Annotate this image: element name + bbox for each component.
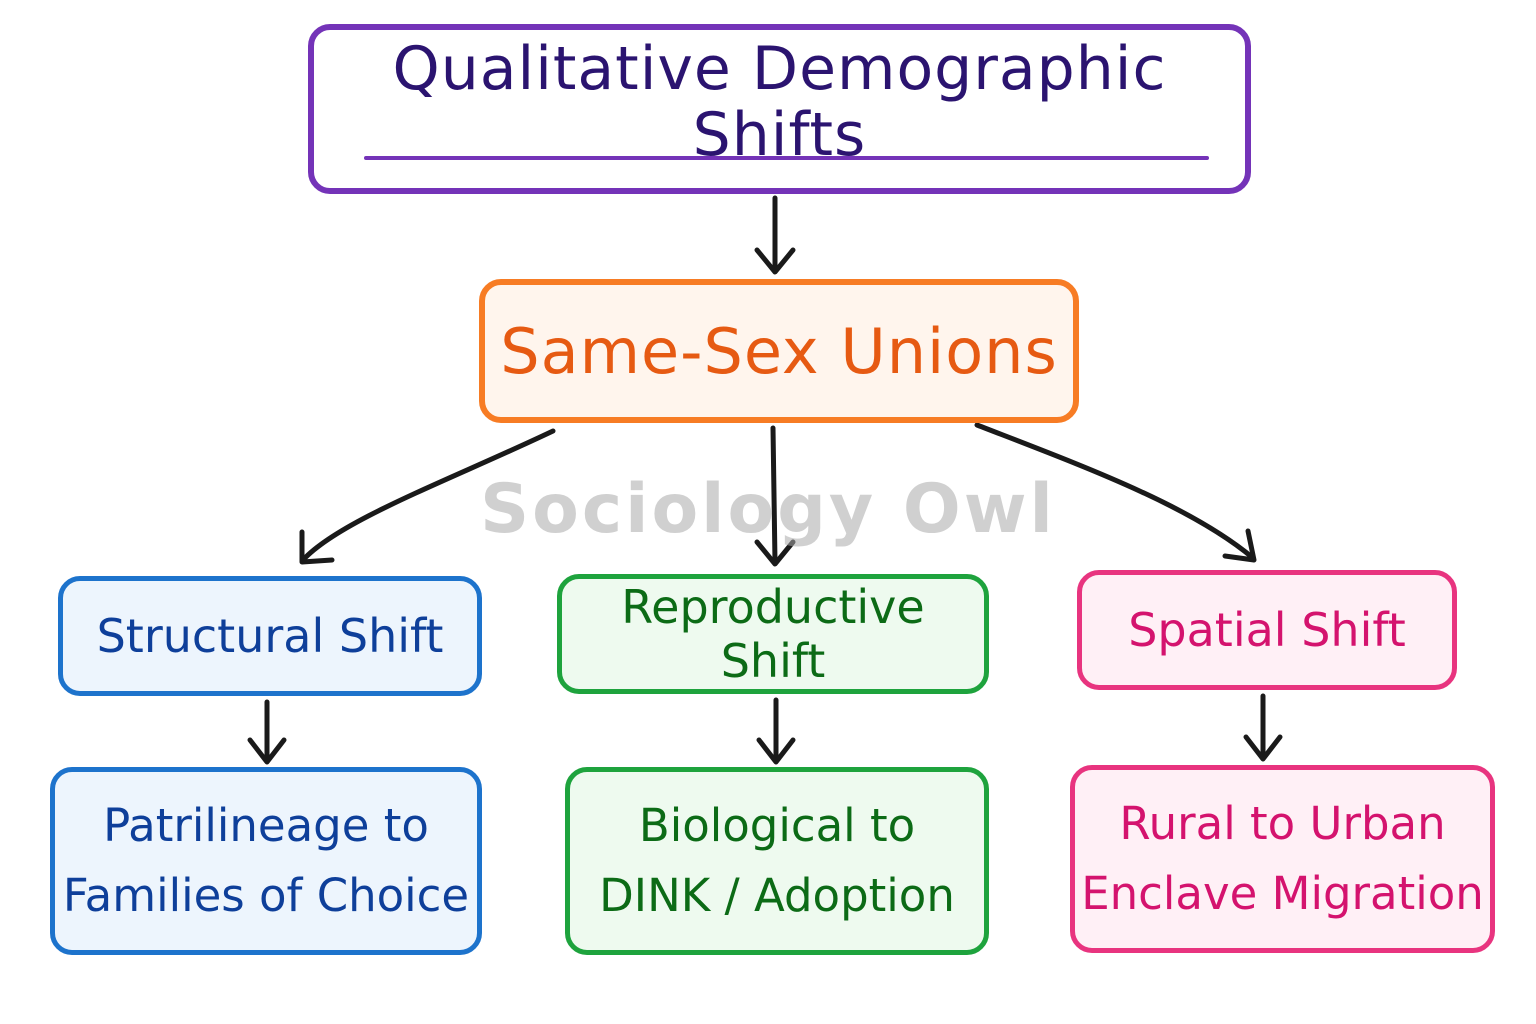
arrow-center-to-reproductive — [754, 425, 796, 567]
detail-spatial: Rural to Urban Enclave Migration — [1070, 765, 1495, 953]
detail-reproductive: Biological to DINK / Adoption — [565, 767, 989, 955]
arrow-reproductive-to-biological — [756, 697, 796, 765]
center-node-label: Same-Sex Unions — [500, 314, 1058, 388]
center-node: Same-Sex Unions — [479, 279, 1079, 423]
detail-line-2: Enclave Migration — [1081, 867, 1484, 920]
branch-label: Reproductive Shift — [621, 580, 925, 688]
title-box: Qualitative Demographic Shifts — [308, 24, 1251, 194]
branch-label: Structural Shift — [96, 609, 444, 663]
detail-line-1: Patrilineage to — [103, 799, 429, 853]
detail-line-1: Biological to — [638, 799, 916, 853]
title-underline — [364, 156, 1209, 160]
detail-structural: Patrilineage to Families of Choice — [50, 767, 482, 955]
branch-reproductive-shift: Reproductive Shift — [557, 574, 989, 694]
arrow-center-to-spatial — [974, 422, 1257, 563]
arrow-spatial-to-rural — [1243, 693, 1283, 762]
arrow-structural-to-patrilineage — [247, 699, 287, 765]
watermark: Sociology Owl — [480, 470, 1056, 549]
branch-structural-shift: Structural Shift — [58, 576, 482, 696]
detail-line-2: DINK / Adoption — [599, 869, 955, 922]
diagram-title: Qualitative Demographic Shifts — [392, 34, 1167, 170]
detail-line-2: Families of Choice — [62, 869, 470, 922]
arrow-title-to-center — [754, 195, 796, 275]
branch-label: Spatial Shift — [1128, 603, 1406, 657]
detail-line-1: Rural to Urban — [1119, 797, 1446, 851]
branch-spatial-shift: Spatial Shift — [1077, 570, 1457, 690]
arrow-center-to-structural — [299, 428, 556, 565]
